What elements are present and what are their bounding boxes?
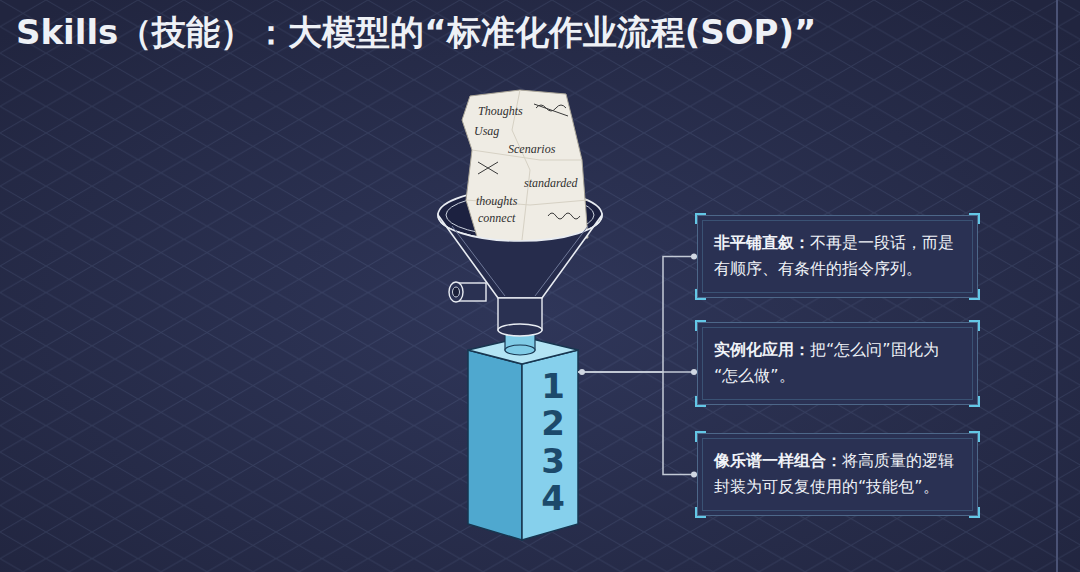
handwritten-note: Usag [474,124,499,139]
inner-frame [702,438,973,511]
numbered-block: 1 2 3 4 [528,368,578,518]
inner-frame [702,327,973,400]
inner-frame [702,220,973,293]
corner-bracket [695,431,706,442]
funnel-body [438,215,602,336]
handwritten-note: thoughts [476,194,517,209]
handwritten-note: Scenarios [508,142,555,157]
handwritten-note: standarded [524,176,578,191]
crumpled-paper [462,90,588,242]
junction-dot [579,369,585,375]
edge-line [1056,0,1058,572]
connector-line [578,257,697,373]
callout-heading: 实例化应用： [714,340,810,359]
prism-block [468,337,578,540]
callout-text: 实例化应用：把“怎么问”固化为“怎么做”。 [714,337,961,388]
corner-bracket [969,289,980,300]
callout-heading: 像乐谱一样组合： [714,451,842,470]
corner-bracket [695,213,706,224]
handwritten-note: Thoughts [478,104,523,119]
callout-heading: 非平铺直叙： [714,233,810,252]
corner-bracket [695,396,706,407]
handwritten-note: connect [478,211,515,226]
corner-bracket [969,507,980,518]
page-title: Skills（技能）：大模型的“标准化作业流程(SOP)” [16,10,816,56]
callout-box: 像乐谱一样组合：将高质量的逻辑封装为可反复使用的“技能包”。 [697,433,978,516]
corner-bracket [969,320,980,331]
callout-text: 非平铺直叙：不再是一段话，而是有顺序、有条件的指令序列。 [714,230,961,281]
corner-bracket [695,507,706,518]
corner-bracket [695,320,706,331]
callout-box: 非平铺直叙：不再是一段话，而是有顺序、有条件的指令序列。 [697,215,978,298]
corner-bracket [695,289,706,300]
corner-bracket [969,213,980,224]
corner-bracket [969,431,980,442]
connector-line [578,372,697,475]
step-numbers: 1 2 3 4 [536,368,570,518]
callout-box: 实例化应用：把“怎么问”固化为“怎么做”。 [697,322,978,405]
callout-text: 像乐谱一样组合：将高质量的逻辑封装为可反复使用的“技能包”。 [714,448,961,499]
corner-bracket [969,396,980,407]
